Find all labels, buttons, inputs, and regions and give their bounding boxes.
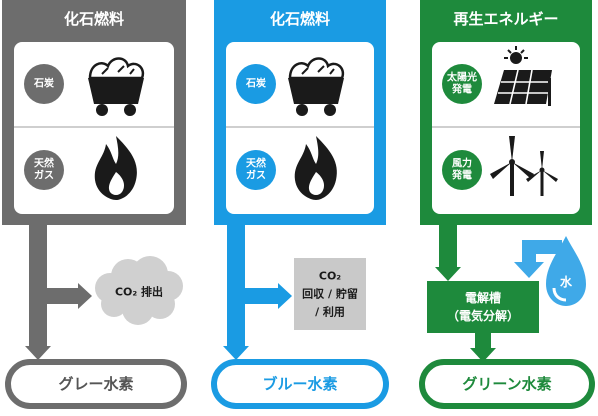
- cloud-puff: [106, 278, 170, 308]
- result-label: グレー水素: [58, 375, 133, 393]
- source-label: 太陽光: [446, 71, 477, 84]
- source-badge: [236, 64, 276, 104]
- column-title: 化石燃料: [64, 10, 124, 28]
- result-pill: [5, 359, 187, 409]
- arrow-right-gray: [44, 288, 80, 304]
- result-label: グリーン水素: [462, 375, 551, 393]
- source-label: 発電: [451, 83, 472, 96]
- source-badge: [442, 64, 482, 104]
- source-label: 天然: [34, 157, 54, 170]
- process-label: CO₂ 排出: [115, 285, 163, 299]
- column-title: 再生エネルギー: [453, 10, 558, 28]
- result-pill: [419, 359, 595, 409]
- process-label: 回収 / 貯留: [302, 287, 358, 301]
- arrow-right-gray-head: [78, 283, 92, 309]
- source-label: 石炭: [245, 77, 266, 90]
- water-label: 水: [560, 274, 573, 289]
- column-title: 化石燃料: [270, 10, 330, 28]
- water-arrow: [522, 240, 536, 266]
- source-label: 石炭: [33, 77, 54, 90]
- arrow-down-gray-head: [25, 346, 51, 360]
- source-label: 天然: [246, 157, 266, 170]
- source-badge: [442, 150, 482, 190]
- arrow-down-green-2: [475, 333, 491, 350]
- process-label: CO₂: [319, 270, 341, 283]
- process-label: 電解槽: [465, 290, 501, 305]
- source-label: ガス: [246, 169, 266, 182]
- electrolyzer-box: [427, 281, 539, 333]
- arrow-down-blue-head: [223, 346, 249, 360]
- arrow-right-blue: [242, 288, 280, 304]
- co2-capture-box: [294, 258, 366, 330]
- arrow-down-green-head: [435, 267, 461, 281]
- water-drop-icon: [546, 236, 586, 306]
- arrow-down-green-2-head: [470, 348, 496, 362]
- water-arrow-head: [514, 262, 544, 278]
- process-label: （電気分解）: [447, 308, 519, 323]
- arrow-down-green: [439, 225, 457, 269]
- process-label: / 利用: [315, 305, 345, 319]
- source-label: ガス: [34, 169, 54, 182]
- result-pill: [211, 359, 389, 409]
- co2-cloud: [95, 256, 183, 325]
- source-badge: [24, 150, 64, 190]
- source-badge: [24, 64, 64, 104]
- arrow-right-blue-head: [278, 283, 292, 309]
- arrow-down-gray: [29, 225, 47, 348]
- result-label: ブルー水素: [262, 375, 337, 393]
- source-badge: [236, 150, 276, 190]
- arrow-down-blue: [227, 225, 245, 348]
- source-label: 発電: [451, 169, 472, 182]
- water-drop-shine: [552, 287, 567, 302]
- source-label: 風力: [452, 157, 472, 170]
